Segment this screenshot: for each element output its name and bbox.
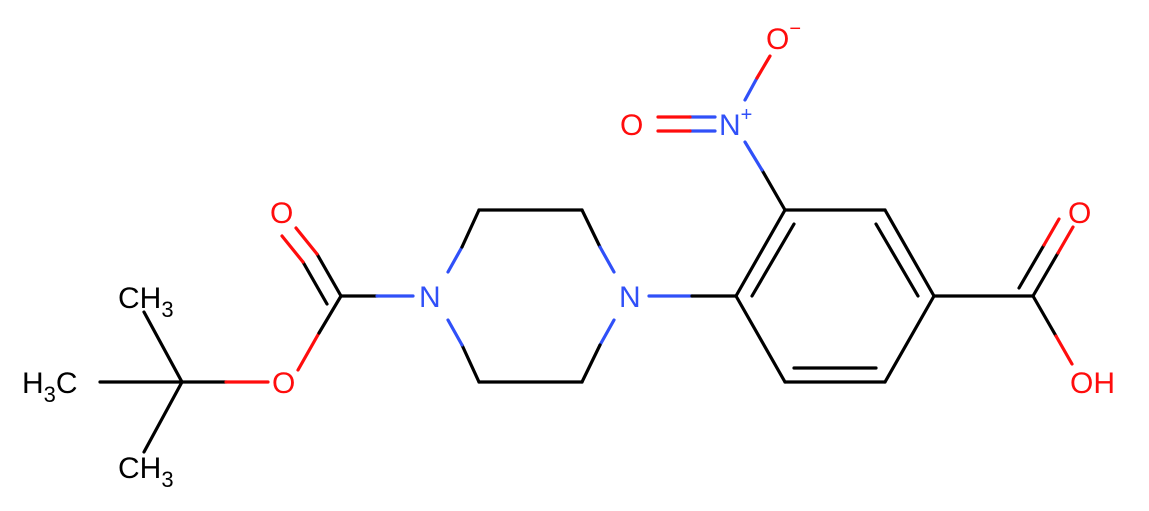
methyl-bottom-sub: 3	[161, 467, 173, 492]
methyl-left-main: H	[22, 367, 44, 400]
methyl-bottom-label: CH3	[118, 452, 174, 492]
bond-nright-c3-blue	[598, 318, 616, 347]
bond-cc-oboc-1	[315, 252, 343, 298]
bond-c4-nleft	[460, 343, 481, 384]
hydroxyl-acid-label: OH	[1070, 367, 1115, 400]
bond-cacid-oh-red	[1054, 334, 1074, 366]
nitrogen-nitro-main: N	[719, 109, 741, 142]
oxygen-nitro-minus-main: O	[766, 23, 789, 56]
bond-ar6-ar1	[734, 294, 787, 384]
nitrogen-nitro-label: N+	[719, 104, 752, 142]
bond-cacid-o-1	[1031, 251, 1060, 298]
bond-nright-c3	[580, 343, 602, 384]
nitrogen-piperazine-right-label: N	[619, 281, 641, 314]
bond-oester-cc	[317, 294, 343, 335]
methyl-left-sub: 3	[44, 382, 56, 407]
methyl-bottom-main: CH	[118, 452, 161, 485]
bond-cq-ch3top	[142, 310, 184, 384]
bond-cc-oboc-2-red	[280, 234, 305, 264]
bond-nnitro-ominus-blue	[743, 76, 759, 102]
methyl-top-main: CH	[118, 282, 161, 315]
bond-cacid-o-2	[1017, 243, 1046, 290]
oxygen-nitro-minus-charge: −	[789, 18, 801, 40]
bond-nleft-c1	[460, 208, 481, 249]
nitrogen-nitro-charge: +	[741, 104, 753, 126]
oxygen-nitro-double-label: O	[620, 109, 643, 142]
oxygen-boc-carbonyl-label: O	[270, 197, 293, 230]
bond-c4-nleft-blue	[446, 318, 464, 347]
bond-ar2-nnitro	[760, 168, 787, 212]
methyl-left-label: H3C	[22, 367, 78, 407]
nitrogen-piperazine-left-label: N	[419, 281, 441, 314]
bond-ar3-ar4-inner	[874, 222, 920, 298]
bond-ar1-ar2-inner	[750, 222, 796, 298]
bond-cq-ch3bottom	[142, 380, 184, 454]
bond-cc-oboc-1-red	[294, 226, 319, 256]
bond-nleft-c1-blue	[446, 245, 464, 274]
bond-cacid-oh	[1031, 294, 1058, 338]
bond-c2-nright-blue	[598, 245, 616, 274]
bond-cacid-o-2-red	[1042, 217, 1061, 247]
bond-cacid-o-1-red	[1056, 225, 1075, 255]
methyl-top-sub: 3	[161, 297, 173, 322]
oxygen-nitro-minus-label: O−	[766, 18, 801, 56]
methyl-top-label: CH3	[118, 282, 174, 322]
bond-ar2-nnitro-blue	[743, 140, 764, 172]
bond-oester-cc-red	[296, 331, 321, 372]
bond-ar4-ar5	[883, 294, 936, 384]
atom-labels: CH3 H3C CH3 O O N N N+ O O− O OH	[22, 18, 1115, 492]
bond-nnitro-ominus-red	[755, 54, 772, 80]
bond-ar3-ar4	[883, 208, 936, 298]
oxygen-ester-label: O	[272, 367, 295, 400]
bond-cc-oboc-2	[301, 260, 329, 306]
methyl-left-tail: C	[56, 367, 78, 400]
bond-c2-nright	[580, 208, 602, 249]
oxygen-acid-carbonyl-label: O	[1068, 197, 1091, 230]
bonds	[98, 54, 1075, 454]
bond-ar1-ar2	[734, 208, 787, 298]
